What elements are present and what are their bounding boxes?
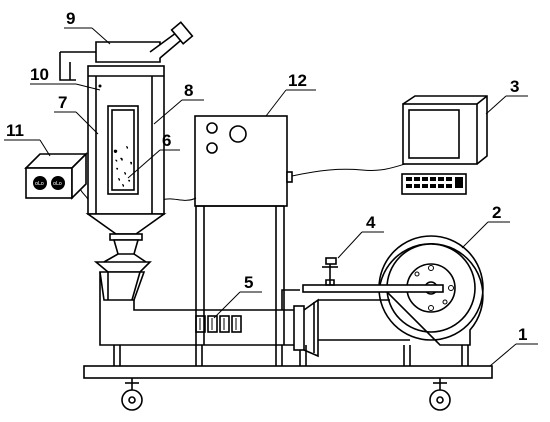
label-7: 7: [58, 93, 67, 112]
signal-cable: [291, 163, 406, 177]
control-cabinet: [194, 115, 293, 345]
leader-lines: [4, 27, 538, 367]
sensor-array: [195, 315, 242, 333]
keyboard-keys: [406, 177, 463, 188]
label-8: 8: [184, 81, 193, 100]
label-1: 1: [518, 325, 527, 344]
support-legs: [113, 330, 469, 366]
label-11: 11: [6, 121, 24, 140]
meter-unit: oLo oLo: [24, 152, 88, 200]
air-duct: [99, 272, 410, 358]
label-3: 3: [510, 77, 519, 96]
label-2: 2: [492, 203, 501, 222]
label-4: 4: [366, 213, 376, 232]
callout-labels: 1 2 3 4 5 6 7 8 9 10 11 12: [6, 9, 527, 344]
label-9: 9: [66, 9, 75, 28]
label-5: 5: [244, 273, 253, 292]
svg-text:oLo: oLo: [35, 181, 44, 187]
right-wheel: [429, 378, 451, 411]
label-6: 6: [162, 131, 171, 150]
label-12: 12: [288, 71, 307, 90]
base-cart: [83, 365, 493, 411]
probe-platform: [302, 257, 444, 293]
drying-chamber: [59, 21, 194, 301]
left-wheel: [121, 378, 143, 411]
label-10: 10: [30, 65, 49, 84]
svg-text:oLo: oLo: [53, 181, 62, 187]
computer: [401, 95, 488, 195]
